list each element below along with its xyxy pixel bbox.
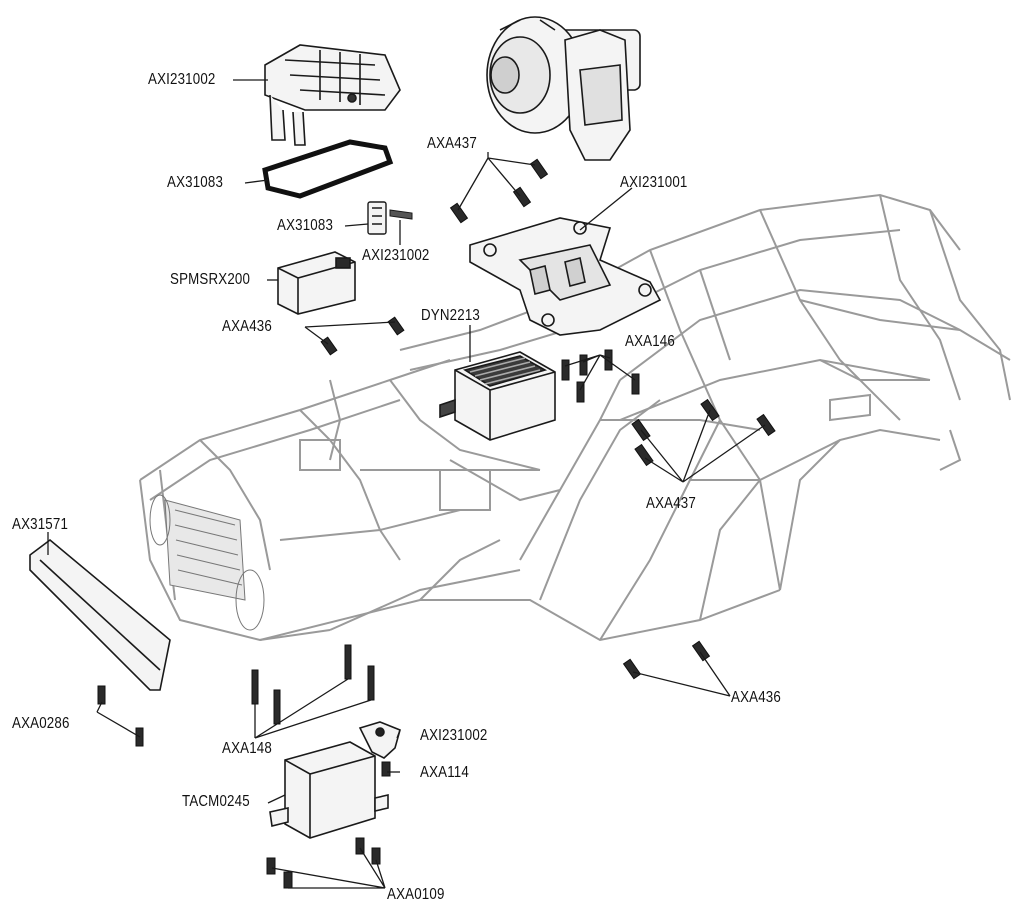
label-ax31571: AX31571 bbox=[12, 516, 69, 533]
label-tacm0245: TACM0245 bbox=[182, 793, 250, 810]
label-axa0286: AXA0286 bbox=[12, 715, 70, 732]
label-ax31083-small: AX31083 bbox=[277, 217, 334, 234]
label-axa436-top: AXA436 bbox=[222, 318, 272, 335]
small-connector-part bbox=[367, 201, 387, 235]
servo-horn-part bbox=[358, 721, 401, 759]
top-mount-part bbox=[264, 44, 401, 146]
mount-plate-part bbox=[469, 217, 662, 336]
chassis-frame bbox=[139, 193, 1011, 642]
transmission-part bbox=[486, 16, 641, 161]
esc-part bbox=[439, 351, 556, 441]
receiver-box-part bbox=[277, 251, 356, 315]
label-axi231002-small: AXI231002 bbox=[362, 247, 430, 264]
label-axa436-bottom: AXA436 bbox=[731, 689, 781, 706]
label-spmsrx200: SPMSRX200 bbox=[170, 271, 251, 288]
screws bbox=[97, 158, 776, 889]
label-axi231002-bottom: AXI231002 bbox=[420, 727, 488, 744]
label-axa437-top: AXA437 bbox=[427, 135, 477, 152]
label-ax31083-gasket: AX31083 bbox=[167, 174, 224, 191]
label-axa148: AXA148 bbox=[222, 740, 272, 757]
side-panel-part bbox=[29, 538, 171, 691]
label-axi231001: AXI231001 bbox=[620, 174, 688, 191]
label-axi231002-top: AXI231002 bbox=[148, 71, 216, 88]
gasket-part bbox=[262, 139, 394, 199]
label-dyn2213: DYN2213 bbox=[421, 307, 481, 324]
front-grille bbox=[149, 494, 265, 631]
label-axa146: AXA146 bbox=[625, 333, 675, 350]
small-pin-part bbox=[389, 209, 413, 220]
label-axa437-right: AXA437 bbox=[646, 495, 696, 512]
label-axa0109: AXA0109 bbox=[387, 886, 445, 903]
leader-lines bbox=[47, 79, 766, 889]
servo-part bbox=[269, 741, 389, 839]
label-axa114: AXA114 bbox=[420, 764, 469, 781]
